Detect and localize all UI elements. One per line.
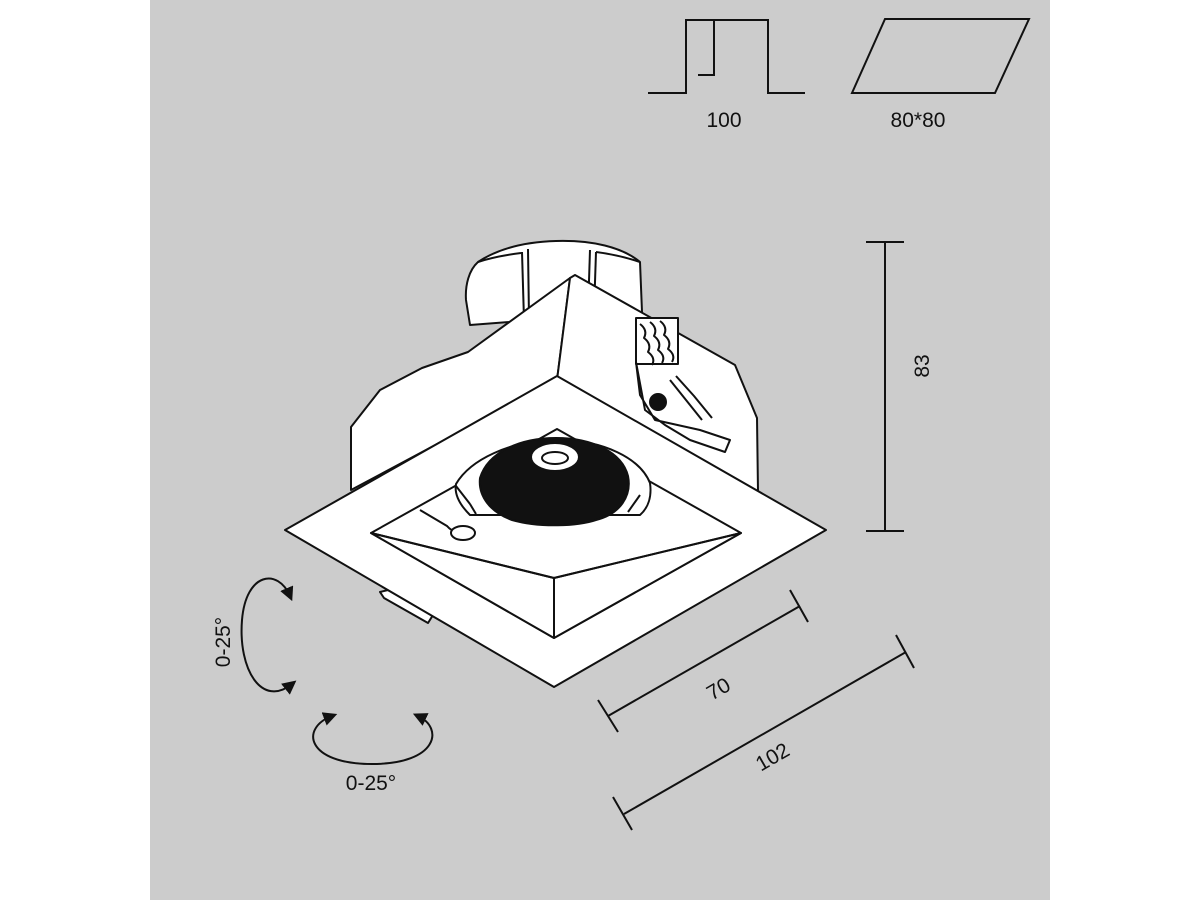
cutout-depth-label: 100 [706, 109, 741, 132]
tilt-rotate-icon [240, 577, 297, 695]
outer-width-dimension [612, 634, 915, 831]
tilt-range-label: 0-25° [212, 617, 235, 667]
cutout-size-icon [850, 18, 1031, 94]
cutout-size-label: 80*80 [891, 109, 946, 132]
height-dimension [866, 241, 904, 532]
recess-depth-icon [648, 19, 805, 94]
box-left-face [350, 277, 571, 491]
inner-width-dimension [597, 589, 809, 733]
swivel-range-label: 0-25° [346, 772, 396, 795]
swivel-rotate-icon [312, 712, 434, 766]
height-label: 83 [911, 354, 934, 377]
spring-clip [635, 317, 731, 453]
gimbal-module [370, 509, 742, 639]
downlight-fixture [284, 239, 827, 688]
lens-reflector [454, 437, 652, 527]
